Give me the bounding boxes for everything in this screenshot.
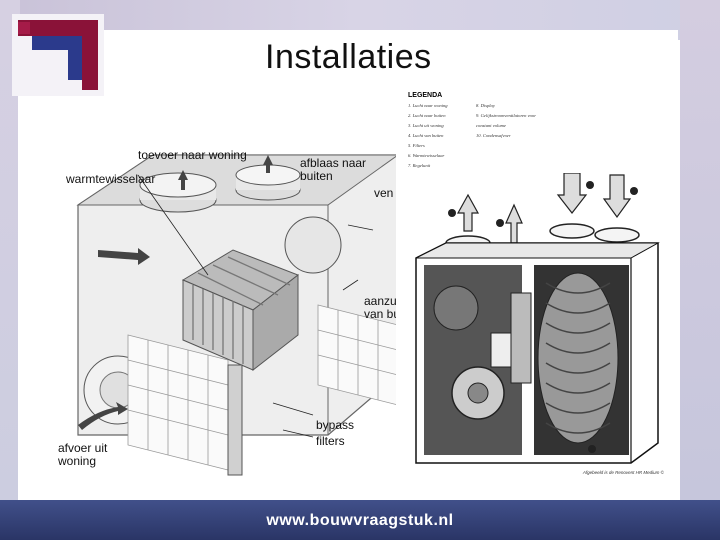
logo-icon	[12, 14, 104, 96]
label-afvoer: afvoer uit woning	[58, 441, 108, 468]
left-diagram: toevoer naar woning afblaas naar buiten …	[58, 145, 401, 480]
legend-item: 9. Gelijkstroomventilatoren voor	[476, 113, 537, 118]
footer-url[interactable]: www.bouwvraagstuk.nl	[266, 512, 454, 529]
legend-item: 2. Lucht naar buiten	[408, 113, 446, 118]
image-credit: Afgebeeld is de Renovent HR Medium ©	[582, 470, 664, 475]
legend-item: 8. Display	[476, 103, 495, 108]
label-warmtewisselaar: warmtewisselaar	[66, 172, 156, 186]
legend-item: 7. Regelunit	[408, 163, 431, 168]
footer-bar: www.bouwvraagstuk.nl	[0, 500, 720, 540]
left-decor-band	[0, 0, 20, 500]
right-diagram: LEGENDA 1. Lucht naar woning 2. Lucht na…	[396, 88, 678, 480]
label-bypass: bypass	[316, 418, 355, 432]
label-toevoer: toevoer naar woning	[138, 148, 247, 162]
label-ventilator: ven	[374, 186, 394, 200]
legend-title: LEGENDA	[408, 92, 443, 99]
label-aanzuig: aanzu van bu	[364, 294, 401, 321]
legend-item: 4. Lucht van buiten	[408, 133, 444, 138]
legend-item: 3. Lucht uit woning	[408, 123, 444, 128]
heat-recovery-unit-illustration	[76, 154, 400, 476]
legend-item: 5. Filters	[408, 143, 425, 148]
label-afblaas: afblaas naar buiten	[300, 156, 367, 183]
legend-item: 1. Lucht naar woning	[408, 103, 448, 108]
legend-item: constant volume	[476, 123, 506, 128]
renovent-unit-illustration	[415, 173, 660, 464]
legend-item: 10. Condensafvoer	[476, 133, 511, 138]
legend-item: 6. Warmtewisselaar	[408, 153, 445, 158]
label-filters: filters	[316, 434, 345, 448]
right-decor-band	[680, 0, 720, 500]
slide-title: Installaties	[265, 38, 432, 76]
